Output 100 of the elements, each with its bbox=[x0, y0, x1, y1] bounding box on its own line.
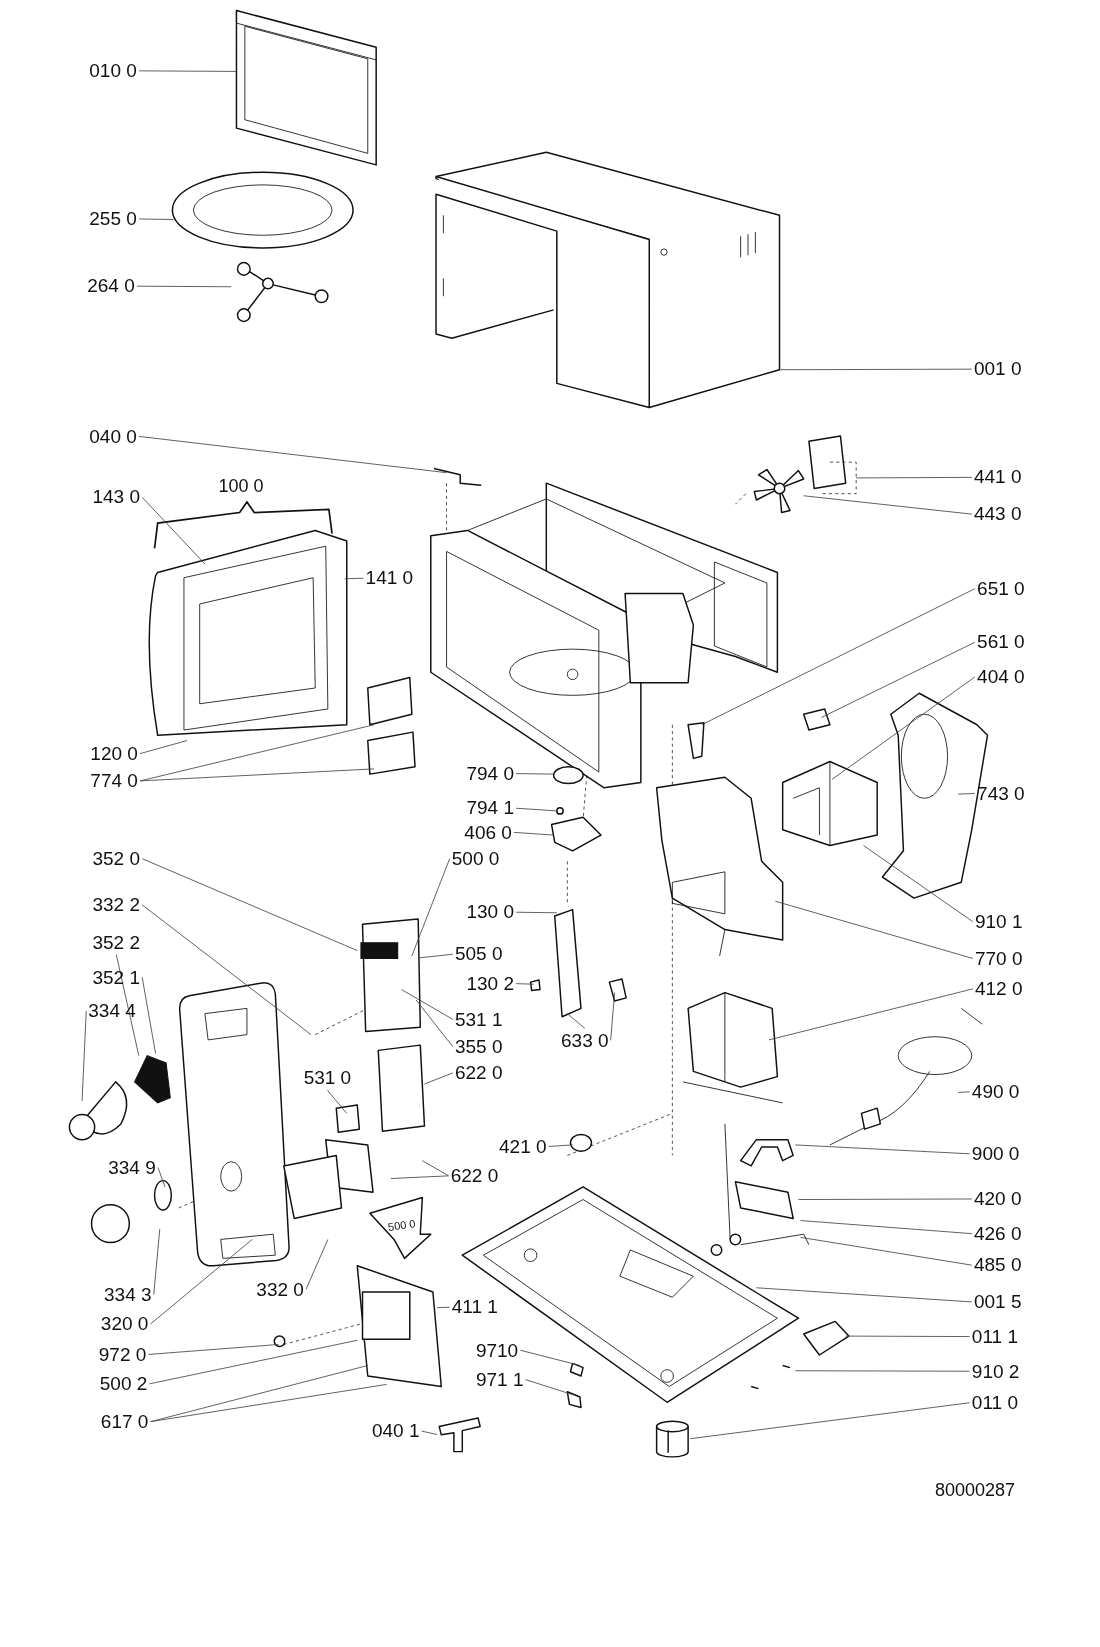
callout-number: 001 5 bbox=[973, 1291, 1022, 1314]
callout-number: 561 0 bbox=[977, 631, 1025, 654]
leader-line bbox=[845, 1335, 971, 1337]
leader-line bbox=[344, 577, 364, 580]
callout-number: 794 1 bbox=[466, 797, 514, 820]
leader-line bbox=[548, 1144, 573, 1147]
leader-line bbox=[421, 1160, 450, 1177]
leader-line bbox=[149, 1339, 358, 1385]
callout-number: 334 4 bbox=[88, 1000, 136, 1023]
callout-number: 355 0 bbox=[454, 1035, 503, 1058]
callout-number: 500 2 bbox=[99, 1373, 148, 1396]
callout-number: 332 0 bbox=[256, 1278, 304, 1301]
leader-line bbox=[115, 954, 140, 1057]
callout-number: 011 0 bbox=[971, 1392, 1018, 1415]
leader-line bbox=[798, 1198, 973, 1200]
leader-line bbox=[150, 1365, 369, 1423]
callout-number: 141 0 bbox=[365, 567, 414, 590]
leader-line bbox=[519, 1349, 581, 1366]
callout-number: 143 0 bbox=[92, 486, 140, 509]
leader-line bbox=[136, 285, 232, 288]
callout-number: 490 0 bbox=[971, 1081, 1020, 1104]
callout-number: 412 0 bbox=[974, 978, 1023, 1001]
callout-number: 426 0 bbox=[973, 1222, 1022, 1245]
leader-line bbox=[957, 1091, 971, 1093]
callout-number: 120 0 bbox=[90, 742, 138, 765]
callout-number: 441 0 bbox=[973, 466, 1022, 489]
leader-line bbox=[566, 1013, 586, 1029]
callout-number: 320 0 bbox=[100, 1313, 149, 1336]
callout-number: 130 2 bbox=[466, 972, 514, 995]
callout-number: 622 0 bbox=[450, 1165, 499, 1188]
leader-line bbox=[777, 368, 973, 371]
leader-line bbox=[148, 1344, 279, 1355]
callout-number: 255 0 bbox=[89, 208, 137, 230]
leader-line bbox=[157, 1167, 166, 1188]
callout-number: 633 0 bbox=[561, 1029, 609, 1052]
leader-line bbox=[515, 911, 558, 914]
leader-line bbox=[139, 768, 375, 782]
callout-number: 443 0 bbox=[973, 503, 1022, 526]
callout-number: 531 0 bbox=[303, 1067, 352, 1090]
leader-line bbox=[515, 773, 555, 775]
leader-line bbox=[81, 1010, 87, 1102]
leader-line bbox=[138, 435, 447, 474]
leader-line bbox=[153, 1228, 161, 1295]
leader-line bbox=[821, 641, 976, 718]
leader-line bbox=[141, 858, 358, 951]
mounting-bracket-drawing bbox=[438, 1417, 481, 1453]
leader-line bbox=[513, 831, 555, 836]
callout-number: 040 1 bbox=[371, 1420, 420, 1443]
leader-line bbox=[800, 1236, 973, 1266]
callout-number: 040 0 bbox=[89, 425, 137, 448]
callout-number: 774 0 bbox=[90, 770, 138, 793]
callout-number: 900 0 bbox=[971, 1143, 1020, 1166]
leader-line bbox=[774, 900, 974, 959]
callout-number: 910 2 bbox=[971, 1360, 1020, 1383]
leader-line bbox=[138, 70, 237, 72]
callout-number: 617 0 bbox=[100, 1410, 149, 1433]
leader-line bbox=[701, 588, 976, 726]
callout-number: 971 1 bbox=[475, 1368, 524, 1391]
leader-line bbox=[424, 1072, 454, 1085]
callout-number: 001 0 bbox=[973, 358, 1022, 381]
callout-number: 972 0 bbox=[98, 1343, 147, 1366]
callout-number: 505 0 bbox=[454, 943, 503, 966]
leader-line bbox=[794, 1370, 971, 1372]
callout-number: 334 9 bbox=[108, 1156, 156, 1179]
callout-number: 011 1 bbox=[971, 1325, 1018, 1348]
callout-number: 264 0 bbox=[87, 275, 135, 298]
leader-line bbox=[689, 1402, 971, 1440]
callout-number: 770 0 bbox=[974, 947, 1023, 970]
leader-line bbox=[768, 988, 974, 1041]
callout-number: 794 0 bbox=[466, 762, 514, 785]
callout-number: 743 0 bbox=[977, 782, 1025, 805]
callout-number: 411 1 bbox=[451, 1296, 498, 1319]
leader-line bbox=[421, 1430, 438, 1435]
leader-line bbox=[831, 676, 976, 780]
callout-number: 9710 bbox=[475, 1339, 519, 1362]
callout-number: 404 0 bbox=[977, 666, 1025, 689]
callout-number: 352 0 bbox=[92, 847, 140, 870]
callout-number: 100 0 bbox=[218, 474, 264, 497]
leader-line bbox=[417, 953, 454, 959]
callout-number: 352 1 bbox=[92, 966, 140, 989]
leader-line bbox=[794, 1144, 971, 1155]
leader-line bbox=[436, 1306, 451, 1309]
leader-line bbox=[400, 989, 454, 1020]
leader-line bbox=[141, 976, 156, 1054]
callout-number: 622 0 bbox=[454, 1062, 503, 1085]
callout-number: 334 3 bbox=[104, 1283, 152, 1306]
foot-drawing bbox=[655, 1420, 689, 1458]
leader-line bbox=[957, 793, 976, 795]
callout-number: 352 2 bbox=[92, 931, 140, 954]
callout-number: 910 1 bbox=[974, 910, 1023, 933]
leader-line bbox=[150, 1239, 253, 1325]
leader-line bbox=[138, 218, 174, 220]
leader-line bbox=[756, 1287, 973, 1303]
leader-line bbox=[327, 1089, 348, 1114]
leader-line bbox=[800, 1220, 973, 1235]
leader-line bbox=[305, 1239, 329, 1290]
callout-number: 420 0 bbox=[973, 1188, 1022, 1211]
callout-number: 500 0 bbox=[451, 847, 500, 870]
leader-line bbox=[525, 1379, 575, 1396]
leader-line bbox=[150, 1384, 388, 1423]
